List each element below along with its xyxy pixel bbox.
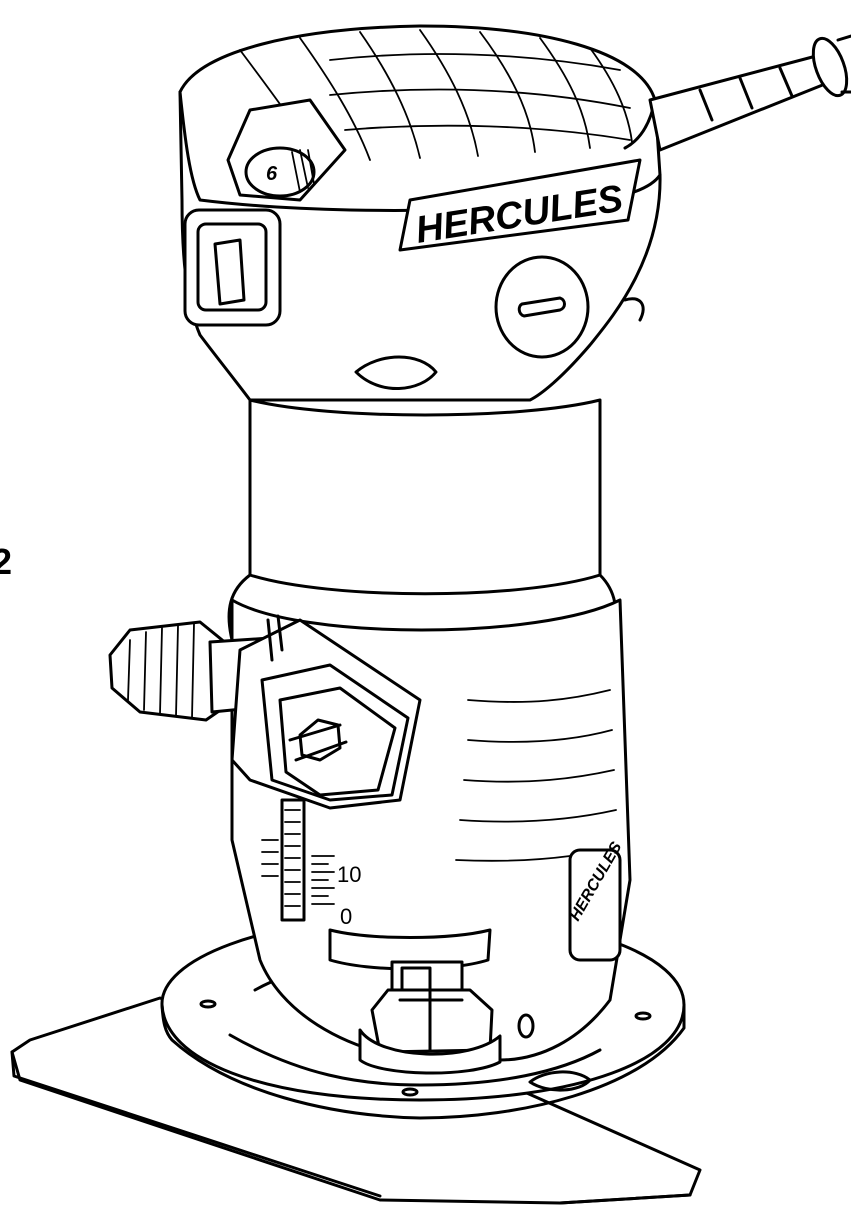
model-number-label: el 42	[0, 496, 12, 584]
depth-lock-clamp	[230, 614, 422, 810]
model-label-line-2: 42	[0, 541, 13, 582]
scale-mark-top: 10	[337, 862, 361, 887]
power-cord	[648, 34, 851, 152]
depth-scale: 10 0	[261, 798, 361, 929]
model-label-line-1: el	[0, 496, 12, 540]
motor-cylinder	[227, 398, 618, 642]
collet	[328, 928, 502, 1075]
scale-mark-bottom: 0	[340, 904, 352, 929]
speed-dial-value: 6	[266, 163, 278, 185]
motor-top-housing: HERCULES 6	[178, 24, 662, 402]
